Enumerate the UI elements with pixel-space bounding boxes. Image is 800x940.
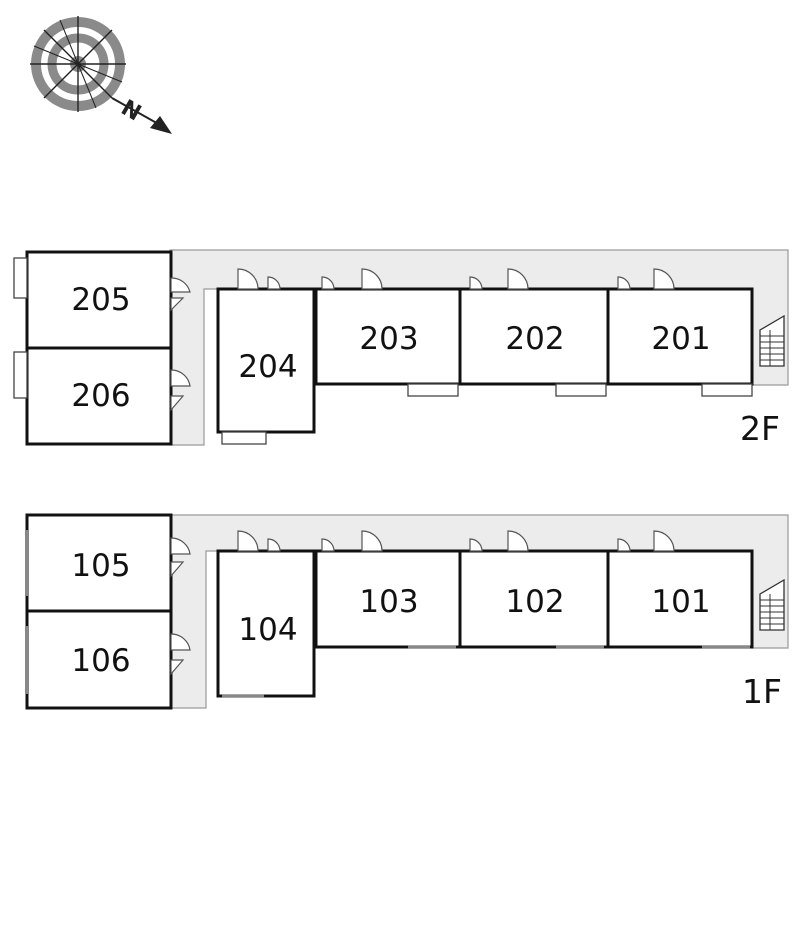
door-icon [170,277,191,293]
door-icon [237,268,259,290]
door-icon [170,633,191,651]
compass-north-letter: N [117,96,145,127]
unit-206 [25,346,173,446]
compass-icon: N [30,16,172,134]
unit-105 [25,513,173,613]
door-icon [617,276,631,290]
window-icon [13,351,28,399]
unit-label-103: 103 [359,584,418,620]
unit-203 [314,287,462,386]
door-icon [507,530,529,552]
unit-202 [458,287,610,386]
door-icon [170,659,185,676]
floor-2f: 205 206 204 203 202 201 2F [13,249,789,448]
window-icon [221,431,267,445]
door-icon [321,538,335,552]
door-icon [469,276,483,290]
unit-label-105: 105 [71,548,130,584]
door-icon [617,538,631,552]
door-icon [507,268,529,290]
unit-106 [25,609,173,710]
door-icon [361,530,383,552]
unit-label-104: 104 [238,612,297,648]
door-icon [170,369,191,387]
door-icon [170,561,185,578]
window-icon [407,383,459,397]
window-icon [555,383,607,397]
unit-label-101: 101 [651,584,710,620]
floor-1f: 105 106 104 103 102 101 1F [25,513,789,711]
unit-201 [606,287,754,386]
unit-102 [458,549,610,649]
door-icon [653,530,675,552]
window-icon [13,257,28,299]
door-icon [170,297,185,312]
unit-101 [606,549,754,649]
door-icon [653,268,675,290]
unit-label-203: 203 [359,321,418,357]
door-icon [170,395,185,412]
unit-label-205: 205 [71,282,130,318]
door-icon [237,530,259,552]
unit-label-204: 204 [238,349,297,385]
stairs-icon [759,314,785,367]
door-icon [267,538,281,552]
door-icon [469,538,483,552]
unit-104 [216,549,316,698]
door-icon [321,276,335,290]
unit-label-202: 202 [505,321,564,357]
window-icon [701,383,753,397]
floor-label-2f: 2F [740,409,780,448]
stairs-icon [759,578,785,631]
floor-label-1f: 1F [742,672,782,711]
door-icon [170,537,191,555]
unit-label-106: 106 [71,643,130,679]
unit-label-206: 206 [71,378,130,414]
door-icon [267,276,281,290]
unit-label-102: 102 [505,584,564,620]
unit-label-201: 201 [651,321,710,357]
door-icon [361,268,383,290]
